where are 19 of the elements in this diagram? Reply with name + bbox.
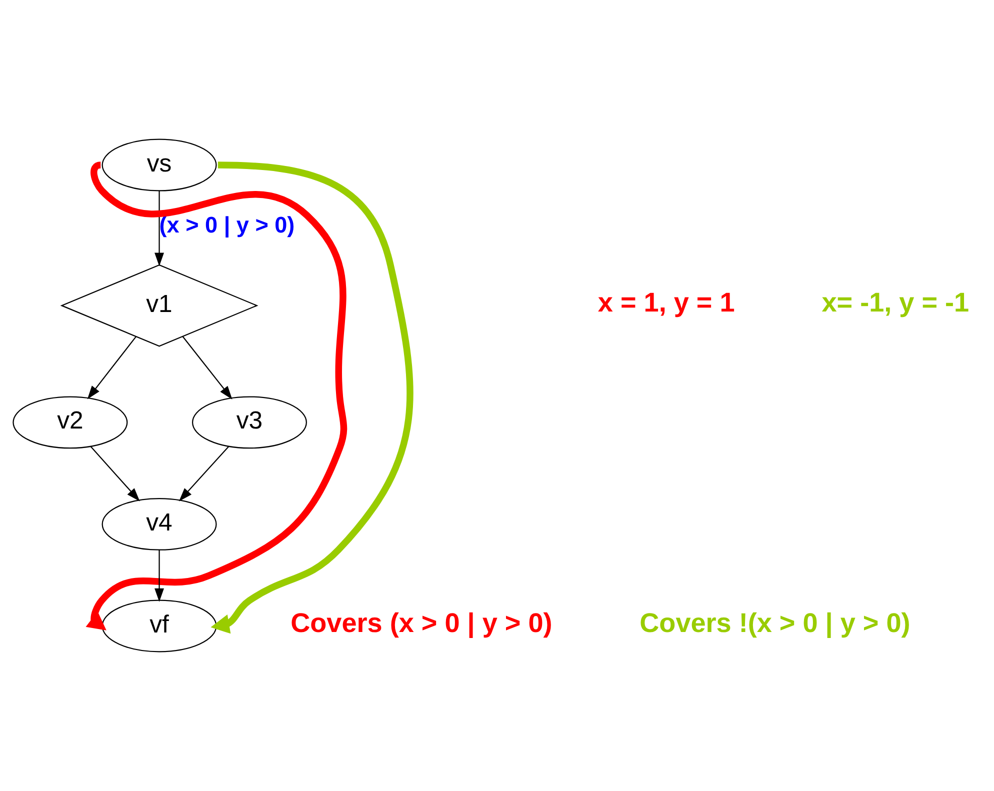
arrow [154,190,164,266]
node-diamond: v1 [60,264,258,347]
label: Covers (x > 0 | y > 0) [290,608,552,638]
arrow [87,336,136,400]
arrow [182,336,232,400]
node-ellipse: vf [102,600,217,652]
label: Covers !(x > 0 | y > 0) [640,608,910,638]
arrow [210,162,414,634]
arrow [90,446,140,502]
arrow [178,446,229,502]
arrow [86,162,348,630]
node-ellipse: vs [102,138,217,192]
label: x= -1, y = -1 [822,287,970,318]
edge-label: (x > 0 | y > 0) [159,212,295,238]
node-ellipse: v3 [192,396,307,449]
arrow [154,550,164,602]
node-ellipse: v2 [12,396,128,449]
label: x = 1, y = 1 [598,287,735,318]
node-ellipse: v4 [102,498,217,550]
